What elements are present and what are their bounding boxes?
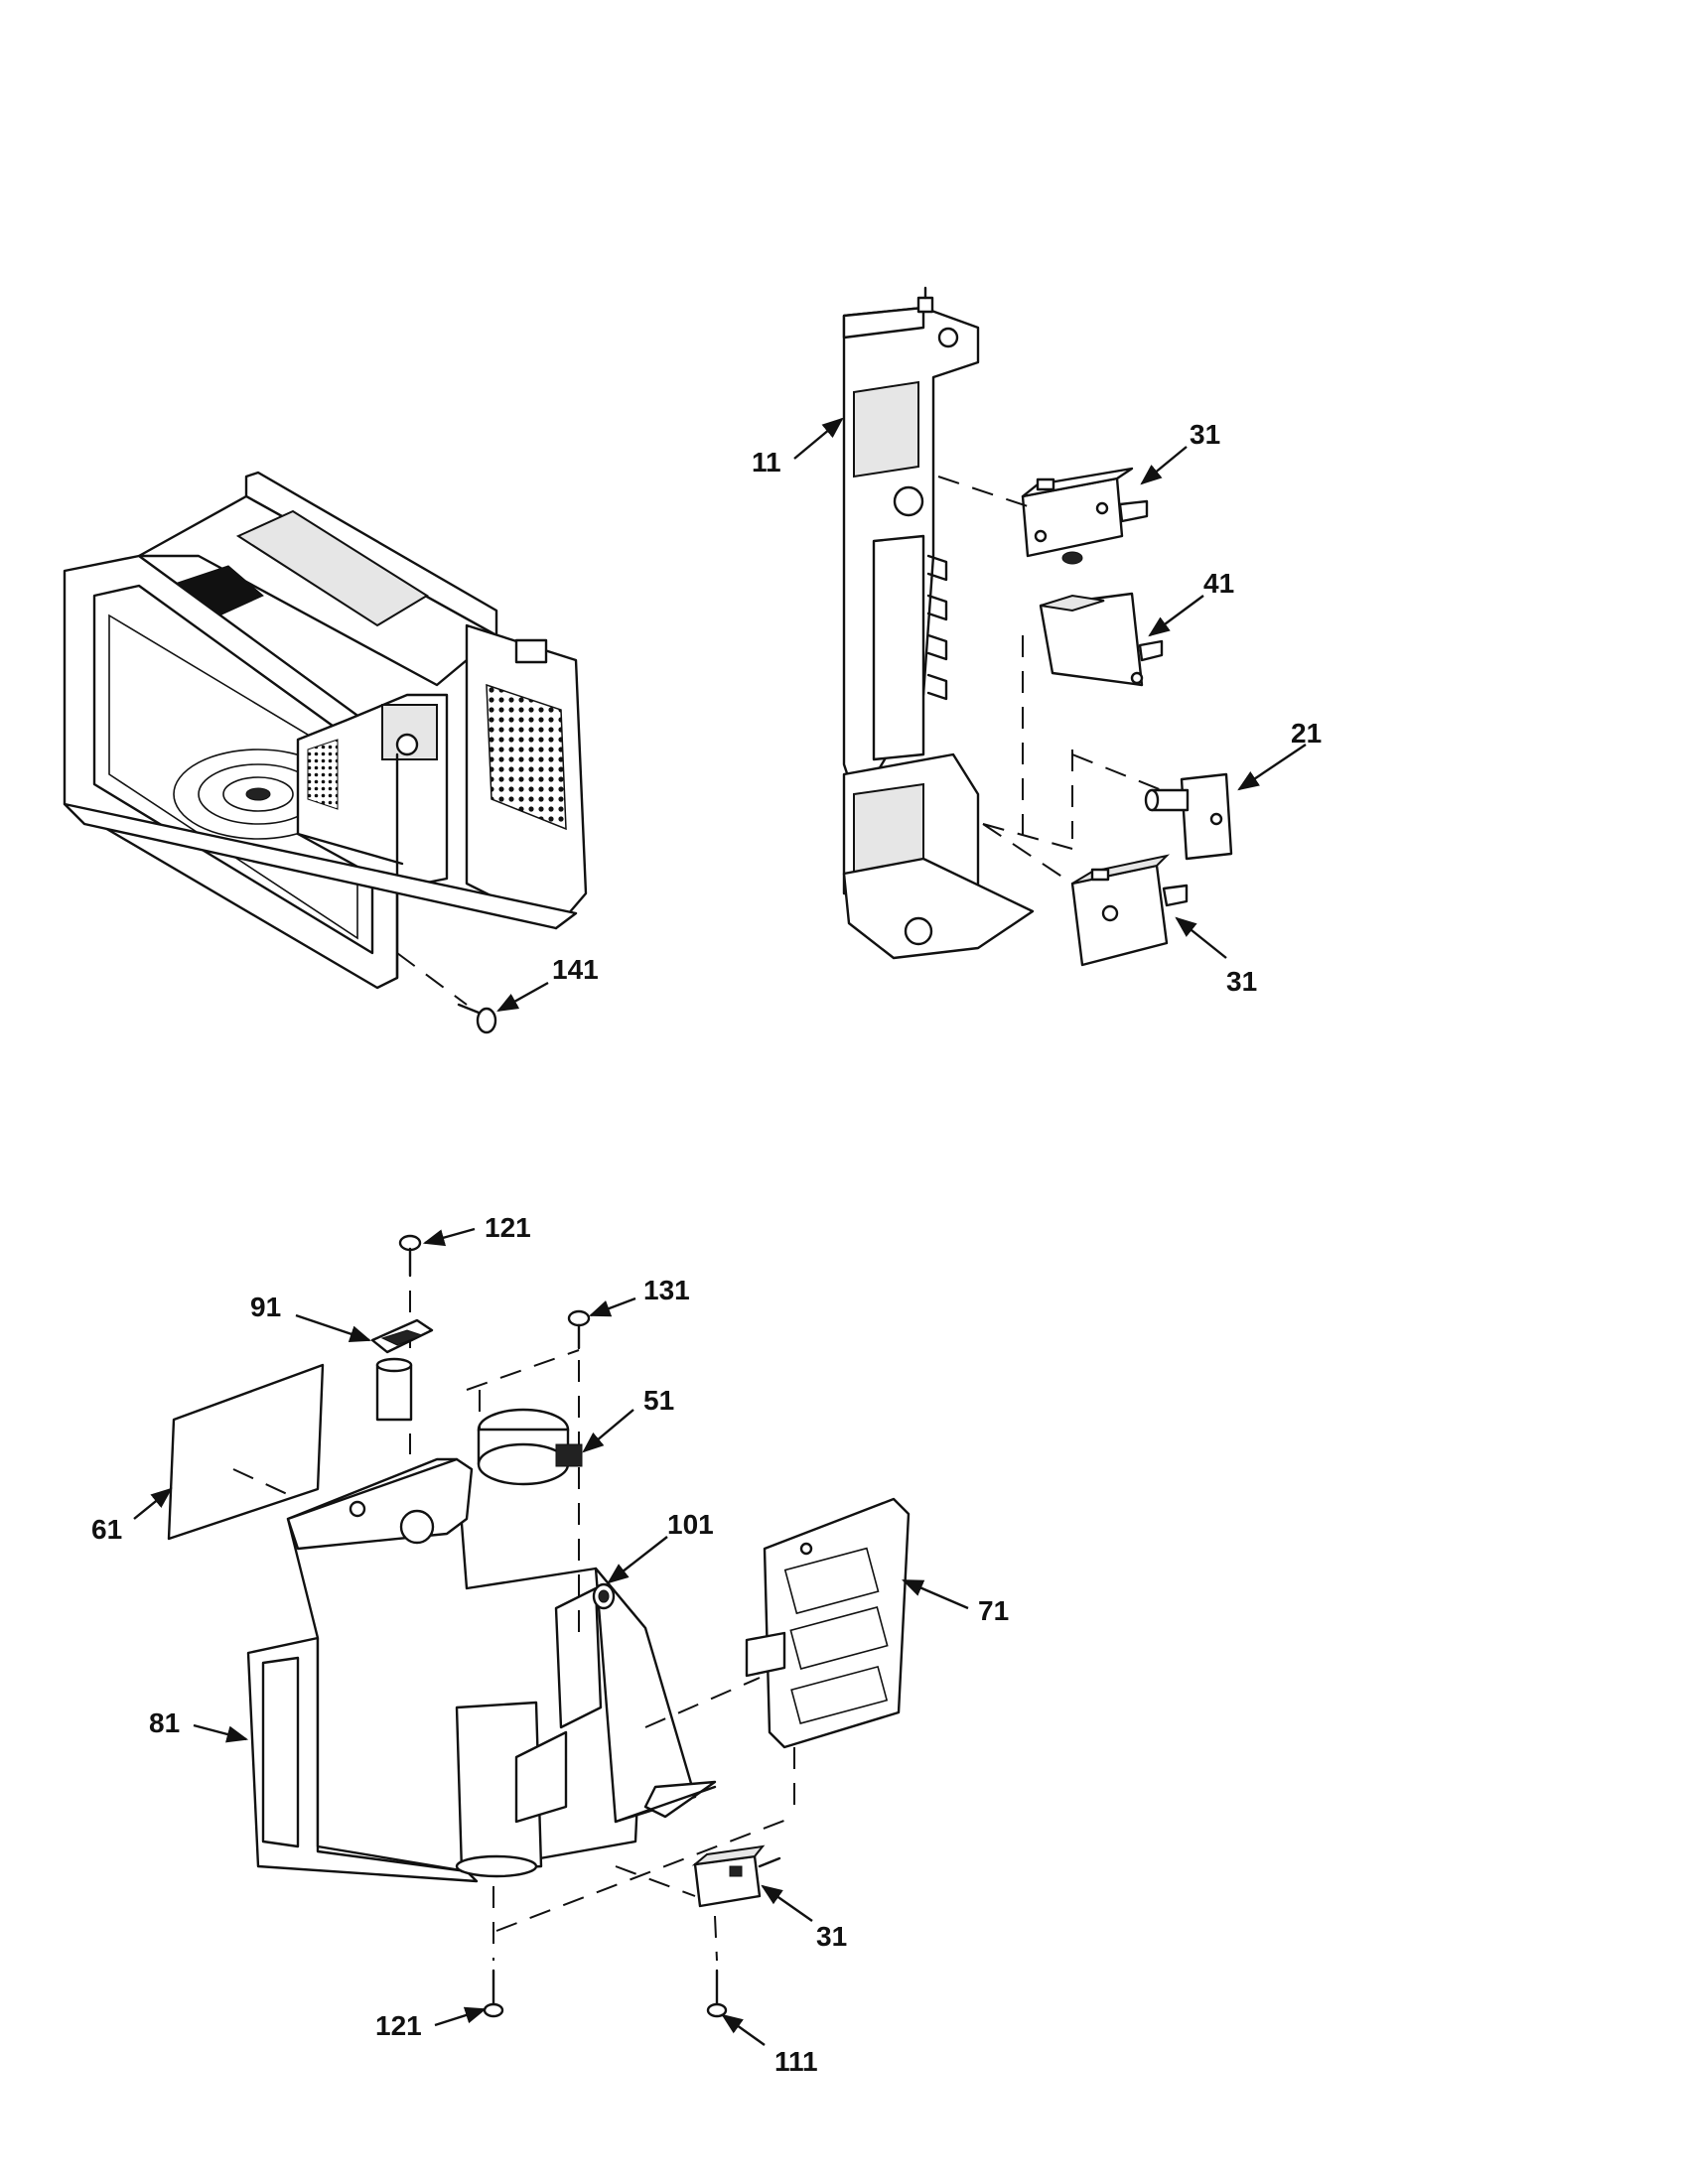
callout-131: 131 xyxy=(643,1275,690,1305)
callout-101: 101 xyxy=(667,1509,714,1540)
callout-121-top: 121 xyxy=(485,1212,531,1243)
switch-31-lower xyxy=(1070,854,1189,967)
motor-51 xyxy=(466,1349,583,1486)
callout-91: 91 xyxy=(250,1292,281,1322)
callout-41: 41 xyxy=(1203,568,1234,599)
switch-41 xyxy=(1039,592,1164,687)
latch-bracket-assembly xyxy=(842,286,1233,967)
callout-21: 21 xyxy=(1291,718,1322,749)
callout-81: 81 xyxy=(149,1707,180,1738)
callout-141: 141 xyxy=(552,954,599,985)
callout-111: 111 xyxy=(774,2046,818,2077)
switch-31-top xyxy=(1021,467,1149,565)
callout-61: 61 xyxy=(91,1514,122,1545)
lower-assembly xyxy=(167,1234,911,2018)
callout-121-bottom: 121 xyxy=(375,2010,422,2041)
bracket-91 xyxy=(370,1318,434,1422)
callout-leaders xyxy=(133,417,1307,2046)
callout-51: 51 xyxy=(643,1385,674,1416)
clip-101 xyxy=(592,1582,616,1610)
callout-31-top: 31 xyxy=(1190,419,1220,450)
callout-31-bottom: 31 xyxy=(816,1921,847,1952)
part-21 xyxy=(1144,772,1233,861)
plate-61 xyxy=(167,1363,325,1541)
callout-labels: 11 31 41 21 31 141 121 131 91 51 61 101 … xyxy=(91,419,1322,2077)
callout-71: 71 xyxy=(978,1595,1009,1626)
oven-cavity-assembly xyxy=(63,471,588,1034)
switch-31-bottom xyxy=(691,1844,781,1908)
callout-11: 11 xyxy=(752,447,781,478)
screw-111 xyxy=(706,1969,728,2018)
cover-71 xyxy=(745,1497,911,1749)
callout-31-mid: 31 xyxy=(1226,966,1257,997)
screw-131 xyxy=(567,1309,591,1638)
screw-141 xyxy=(396,952,497,1034)
screw-121-bottom xyxy=(483,1886,504,2018)
